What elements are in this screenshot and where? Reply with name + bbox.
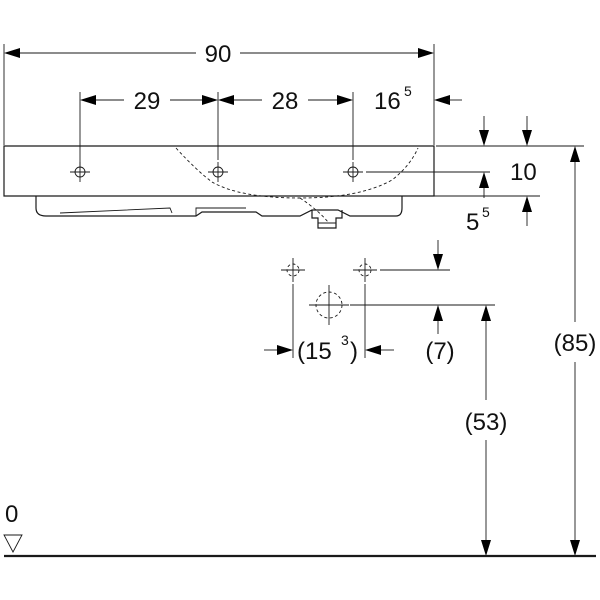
rim-height-label: 10 bbox=[510, 159, 537, 186]
connection-spacing-sup: 3 bbox=[341, 332, 349, 348]
drain-height-label: (53) bbox=[465, 409, 508, 436]
level-marker-icon bbox=[3, 534, 23, 553]
basin-body bbox=[3, 145, 490, 229]
rim-dimensions: 10 5 5 bbox=[404, 116, 584, 236]
tap-hole-right bbox=[343, 162, 490, 182]
floor-reference: 0 bbox=[3, 501, 596, 558]
supply-left bbox=[281, 258, 305, 282]
tap-hole-spacing-dimensions: 29 28 16 5 bbox=[79, 83, 462, 170]
total-height-label: (85) bbox=[554, 330, 597, 357]
connection-spacing-close: ) bbox=[350, 338, 358, 365]
connection-spacing-main: (15 bbox=[297, 338, 332, 365]
supply-right bbox=[353, 258, 377, 282]
waste-outlet bbox=[309, 285, 349, 325]
total-height-dimension: (85) bbox=[554, 146, 597, 556]
left-spacing-label: 29 bbox=[134, 88, 161, 115]
offset-label: 5 bbox=[466, 209, 479, 236]
connection-spacing-label: (15 bbox=[297, 338, 332, 365]
wall-connections: (15 3 ) (7) bbox=[264, 240, 495, 365]
floor-level-label: 0 bbox=[5, 501, 18, 528]
drain-height-dimension: (53) bbox=[465, 305, 508, 556]
middle-spacing-label: 28 bbox=[272, 88, 299, 115]
offset-sup: 5 bbox=[482, 204, 490, 220]
connection-offset-label: (7) bbox=[425, 338, 454, 365]
overall-width-label: 90 bbox=[205, 41, 232, 68]
edge-offset-label: 16 bbox=[374, 88, 401, 115]
overall-width-dimension: 90 bbox=[3, 41, 435, 145]
tap-hole-middle bbox=[208, 162, 228, 182]
edge-offset-sup: 5 bbox=[404, 83, 412, 99]
tap-hole-left bbox=[70, 162, 90, 182]
